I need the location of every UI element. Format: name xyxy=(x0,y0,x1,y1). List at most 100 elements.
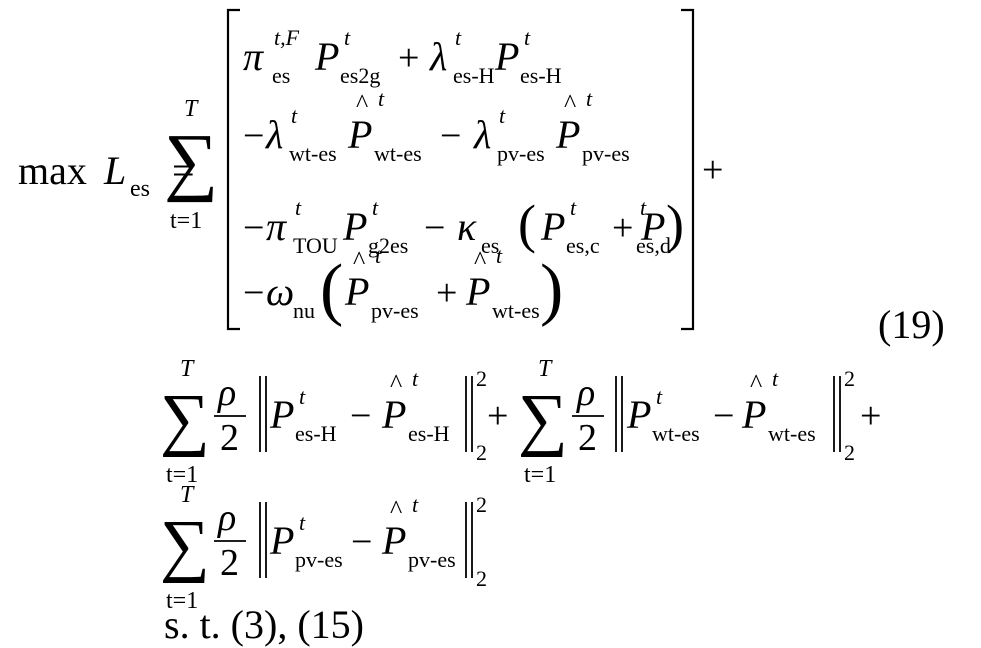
pen2-minus: − xyxy=(351,521,372,563)
row2-minus: − xyxy=(243,115,264,157)
row4-omega: ω xyxy=(266,269,294,314)
row3-P2-sup: t xyxy=(570,195,577,220)
pen1b-sum-lower: t=1 xyxy=(524,462,556,488)
sum-lower-limit: t=1 xyxy=(170,208,202,234)
pen2-rho: ρ xyxy=(217,497,236,539)
row2-minus2: − xyxy=(440,115,461,157)
pen2-Phat-sup: t xyxy=(412,492,419,517)
row3-P3-sup: t xyxy=(640,195,647,220)
equation-number: (19) xyxy=(878,302,945,347)
pen1-P: P xyxy=(269,392,294,437)
row1-P-sub: es2g xyxy=(340,63,380,88)
pen1-norm-sub: 2 xyxy=(476,440,487,465)
pen1b-norm-sub: 2 xyxy=(844,440,855,465)
pen1-Phat-hat: ^ xyxy=(390,369,402,398)
row1-pi: π xyxy=(243,34,264,79)
row4-P2: P xyxy=(465,269,490,314)
row4-P2-hat: ^ xyxy=(474,246,486,275)
row2-lambda-sup: t xyxy=(291,103,298,128)
right-bracket xyxy=(681,8,695,331)
pen1b-rho: ρ xyxy=(576,372,595,414)
pen1b-P-sup: t xyxy=(656,384,663,409)
pen1b-Phat-hat: ^ xyxy=(750,369,762,398)
pen1-rho: ρ xyxy=(217,372,236,414)
row2-P: P xyxy=(347,112,372,157)
pen1b-P: P xyxy=(626,392,651,437)
pen1b-P-sub: wt-es xyxy=(652,421,700,446)
lhs-L: L xyxy=(103,148,126,193)
row3-pi-sup: t xyxy=(295,195,302,220)
row4-right-paren: ) xyxy=(540,251,563,328)
pen1-sum-upper: T xyxy=(180,356,195,382)
row3-right-paren: ) xyxy=(666,194,684,254)
pen1b-Phat-sub: wt-es xyxy=(768,421,816,446)
pen1-plus: + xyxy=(487,395,508,437)
row4-plus: + xyxy=(436,272,457,314)
row4-minus: − xyxy=(243,272,264,314)
sum-upper-limit: T xyxy=(184,96,199,122)
max-operator: max xyxy=(18,148,87,193)
pen1-P-sub: es-H xyxy=(295,421,337,446)
sum-symbol: ∑ xyxy=(164,119,218,203)
row4-P2-sup: t xyxy=(496,243,503,268)
row2-P2: P xyxy=(555,112,580,157)
lhs-L-sub: es xyxy=(130,176,150,202)
row2-P2-sup: t xyxy=(586,86,593,111)
left-bracket xyxy=(226,8,240,331)
row3-minus2: − xyxy=(424,207,445,249)
pen2-norm-sub: 2 xyxy=(476,566,487,591)
row4-omega-sub: nu xyxy=(293,298,315,323)
row3-P2: P xyxy=(540,204,565,249)
row2-lambda2-sup: t xyxy=(499,103,506,128)
pen2-P: P xyxy=(269,518,294,563)
pen1-plus-end: + xyxy=(860,395,881,437)
pen1b-Phat: P xyxy=(741,392,766,437)
row3-left-paren: ( xyxy=(518,194,536,254)
row3-kappa-sub: es xyxy=(481,233,499,258)
pen1-P-sup: t xyxy=(299,384,306,409)
row4-P2-sub: wt-es xyxy=(492,298,540,323)
pen1-sum-lower: t=1 xyxy=(166,462,198,488)
row1-P2: P xyxy=(494,34,519,79)
pen1-two: 2 xyxy=(220,417,239,459)
pen1b-Phat-sup: t xyxy=(772,366,779,391)
pen1b-two: 2 xyxy=(578,417,597,459)
row3-kappa: κ xyxy=(457,204,477,249)
row3-minus: − xyxy=(243,207,264,249)
pen1-Phat-sup: t xyxy=(412,366,419,391)
pen2-Phat: P xyxy=(381,518,406,563)
pen2-Phat-hat: ^ xyxy=(390,495,402,524)
pen1-sum-symbol: ∑ xyxy=(160,381,210,458)
row3-P3-sub: es,d xyxy=(636,233,671,258)
pen1b-sum-symbol: ∑ xyxy=(518,381,568,458)
pen2-sum-lower: t=1 xyxy=(166,588,198,614)
equals-sign: = xyxy=(172,148,195,193)
constraint-text: s. t. (3), (15) xyxy=(164,602,364,647)
row3-pi: π xyxy=(266,204,287,249)
row4-P-sup: t xyxy=(375,243,382,268)
row1-plus: + xyxy=(398,37,419,79)
pen1-norm-sup: 2 xyxy=(476,366,487,391)
pen1-Phat: P xyxy=(381,392,406,437)
pen1-Phat-sub: es-H xyxy=(408,421,450,446)
row4-left-paren: ( xyxy=(320,251,343,328)
row4-P-hat: ^ xyxy=(353,246,365,275)
row4-P: P xyxy=(344,269,369,314)
pen1b-sum-upper: T xyxy=(538,356,553,382)
row2-lambda-sub: wt-es xyxy=(289,141,337,166)
row1-P-sup: t xyxy=(344,25,351,50)
pen1b-minus: − xyxy=(713,395,734,437)
row1-pi-sup: t,F xyxy=(274,25,300,50)
pen1-minus: − xyxy=(350,395,371,437)
pen2-sum-symbol: ∑ xyxy=(160,507,210,584)
pen2-two: 2 xyxy=(220,542,239,584)
pen2-norm-sup: 2 xyxy=(476,492,487,517)
pen2-sum-upper: T xyxy=(180,482,195,508)
pen2-P-sub: pv-es xyxy=(295,547,343,572)
row2-P-sub: wt-es xyxy=(374,141,422,166)
row2-lambda2: λ xyxy=(473,112,491,157)
after-bracket-plus: + xyxy=(702,149,723,191)
row3-P: P xyxy=(342,204,367,249)
row3-plus: + xyxy=(612,207,633,249)
